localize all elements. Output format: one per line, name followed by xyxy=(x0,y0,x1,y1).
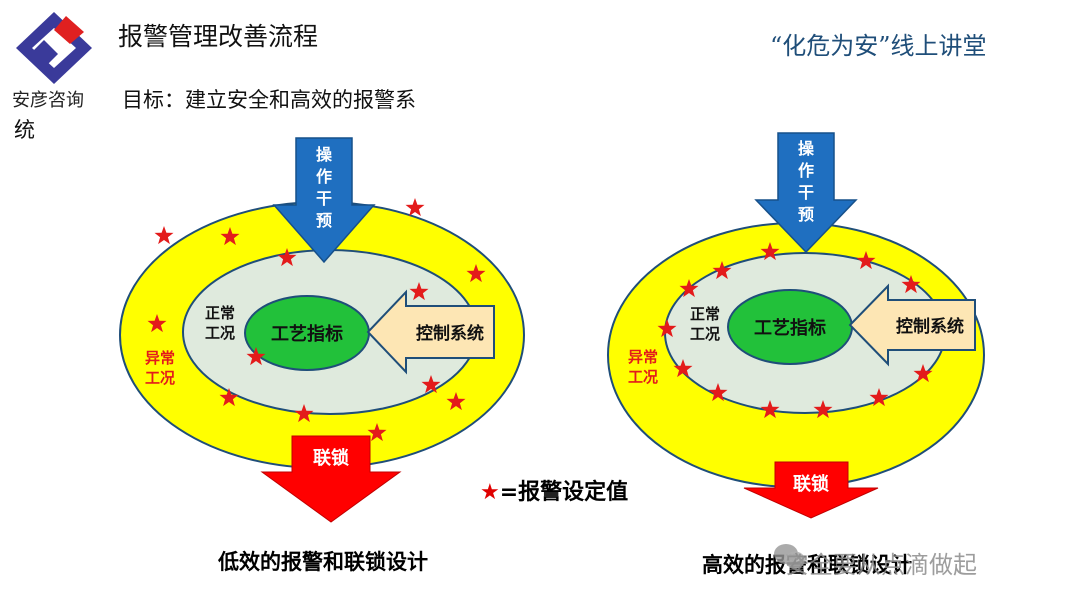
interlock-label: 联锁 xyxy=(313,447,349,469)
abnormal-label-2: 工况 xyxy=(145,369,175,387)
logo-text: 安彦咨询 xyxy=(12,90,84,111)
abnormal-label-1: 异常 xyxy=(628,348,658,366)
control-label: 控制系统 xyxy=(416,323,484,344)
alarm-star xyxy=(405,198,425,217)
normal-label-1: 正常 xyxy=(690,305,720,323)
operator-label-4: 预 xyxy=(798,205,814,224)
watermark: 安全要从点滴做起 xyxy=(785,551,977,579)
interlock-arrow xyxy=(260,435,402,523)
control-label: 控制系统 xyxy=(896,316,964,337)
operator-arrow xyxy=(754,132,858,254)
process-label: 工艺指标 xyxy=(271,323,343,345)
operator-label-3: 干 xyxy=(316,189,332,208)
normal-label-2: 工况 xyxy=(690,325,720,343)
operator-arrow xyxy=(272,137,376,264)
normal-label-2: 工况 xyxy=(205,324,235,342)
page-subtitle-wrap: 统 xyxy=(14,118,35,142)
operator-label-4: 预 xyxy=(316,211,332,230)
abnormal-label-1: 异常 xyxy=(145,349,175,367)
wechat-icon xyxy=(774,544,805,569)
control-arrow xyxy=(366,289,495,375)
operator-label-1: 操 xyxy=(316,145,333,164)
operator-label-3: 干 xyxy=(798,183,814,202)
control-arrow xyxy=(848,283,976,367)
slogan: “化危为安”线上讲堂 xyxy=(770,32,987,60)
alarm-star xyxy=(154,226,174,245)
caption-left: 低效的报警和联锁设计 xyxy=(218,550,428,574)
page-subtitle: 目标：建立安全和高效的报警系 xyxy=(122,88,416,112)
operator-label-2: 作 xyxy=(316,167,332,186)
diagram-right: 操 作 干 预 控制系统 工艺指标 正常 工况 异常 工况 联锁 xyxy=(607,132,985,519)
interlock-arrow xyxy=(743,461,879,519)
company-logo xyxy=(16,12,92,84)
page-title: 报警管理改善流程 xyxy=(118,22,319,51)
caption-right: 高效的报警和联锁设计 xyxy=(702,553,912,577)
diagram-left: 操 作 干 预 控制系统 工艺指标 正常 工况 异常 工况 联锁 xyxy=(119,137,525,523)
legend: ★=报警设定值 xyxy=(480,474,628,506)
operator-label-1: 操 xyxy=(798,139,815,158)
abnormal-label-2: 工况 xyxy=(628,368,658,386)
operator-label-2: 作 xyxy=(798,161,814,180)
legend-star-icon: ★ xyxy=(480,480,500,505)
process-label: 工艺指标 xyxy=(754,317,826,339)
legend-text: =报警设定值 xyxy=(499,480,629,505)
interlock-label: 联锁 xyxy=(793,473,829,495)
normal-label-1: 正常 xyxy=(205,304,235,322)
